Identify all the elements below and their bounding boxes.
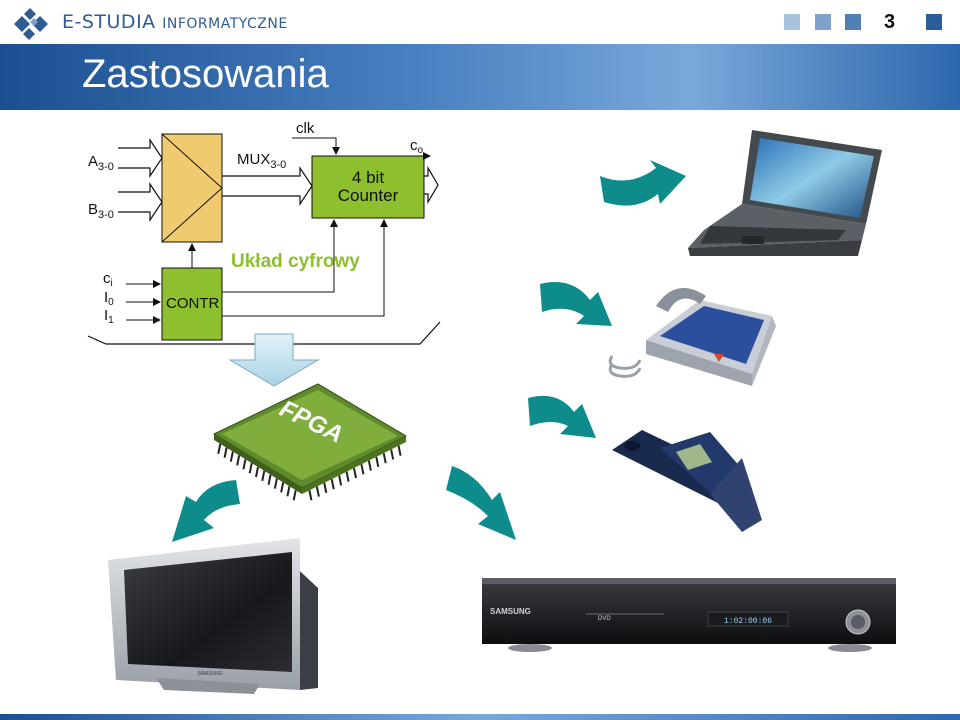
fpga-pin <box>353 467 357 479</box>
fpga-pin <box>217 443 222 455</box>
fpga-pin <box>255 466 259 478</box>
down-arrow-icon <box>228 333 320 387</box>
fpga-pin <box>261 470 266 482</box>
fpga-pin <box>382 452 387 464</box>
fpga-chip-icon: FPGA <box>212 383 408 501</box>
teal-arrow-icon <box>600 160 686 206</box>
input-a-label: A3-0 <box>88 153 114 173</box>
tv-brand: SAMSUNG <box>197 671 222 677</box>
counter-block <box>311 155 425 219</box>
logo-text-small: INFORMATYCZNE <box>162 16 288 32</box>
input-arrows <box>118 138 163 222</box>
fpga-pin <box>267 474 272 485</box>
nav-square-2[interactable] <box>815 14 831 30</box>
clk-label: clk <box>296 120 315 137</box>
fpga-pin <box>242 459 247 470</box>
fpga-pin <box>375 456 380 468</box>
logo-text: E-STUDIA INFORMATYCZNE <box>62 11 288 33</box>
nav-square-4[interactable] <box>926 14 942 30</box>
fpga-pin <box>367 460 372 471</box>
ci-label: ci <box>103 270 113 289</box>
fpga-pin <box>308 490 313 501</box>
fpga-pin <box>286 486 291 497</box>
mobile-phone-icon <box>612 430 762 532</box>
mux-label: MUX3-0 <box>237 151 286 171</box>
laptop-icon <box>688 130 882 256</box>
fpga-pin <box>248 462 253 474</box>
fpga-pin <box>323 482 328 494</box>
fpga-pin <box>229 451 234 462</box>
dvd-badge: DVD <box>598 616 611 622</box>
dvd-display: 1:02:00:06 <box>724 617 772 626</box>
fpga-pin <box>360 464 365 475</box>
contr-block <box>161 267 223 341</box>
circuit-caption: Układ cyfrowy <box>231 251 360 272</box>
slide-title: Zastosowania <box>82 52 329 96</box>
fpga-pin <box>390 449 395 460</box>
contr-label: CONTR <box>166 295 219 312</box>
teal-arrow-icon <box>540 282 612 326</box>
counter-label-line1: 4 bit <box>352 168 384 187</box>
fpga-pin <box>338 475 343 486</box>
i0-label: I0 <box>104 289 114 308</box>
teal-arrow-icon <box>446 466 516 540</box>
nav-square-3[interactable] <box>845 14 861 30</box>
counter-label-line2: Counter <box>338 186 399 205</box>
fpga-pin <box>315 486 320 497</box>
logo-mark-icon <box>14 8 48 40</box>
fpga-pin <box>345 471 350 482</box>
teal-arrow-icon <box>528 395 596 438</box>
teal-arrow-icon <box>172 480 240 542</box>
title-bar <box>0 44 960 110</box>
fpga-pin <box>280 482 285 493</box>
dvd-player-icon: SAMSUNG DVD 1:02:00:06 <box>482 578 896 652</box>
fpga-pin <box>397 445 402 456</box>
fpga-pin <box>223 447 228 458</box>
fpga-pin <box>236 455 241 466</box>
digital-circuit: A3-0 B3-0 MUX3-0 clk co 4 bit Counter Uk… <box>87 120 441 345</box>
i1-label: I1 <box>104 307 114 326</box>
logo-text-main: E-STUDIA <box>62 11 156 33</box>
co-label: co <box>410 137 424 156</box>
fpga-pin <box>292 489 297 501</box>
tv-icon: SAMSUNG <box>108 538 318 694</box>
mux-block <box>161 133 223 243</box>
nav-square-1[interactable] <box>784 14 800 30</box>
bottom-bar <box>0 714 960 720</box>
page-number: 3 <box>884 11 896 33</box>
input-b-label: B3-0 <box>88 201 114 221</box>
telephone-icon <box>608 288 776 386</box>
fpga-pin <box>330 478 335 490</box>
fpga-pin <box>273 478 278 489</box>
dvd-brand: SAMSUNG <box>490 607 531 616</box>
